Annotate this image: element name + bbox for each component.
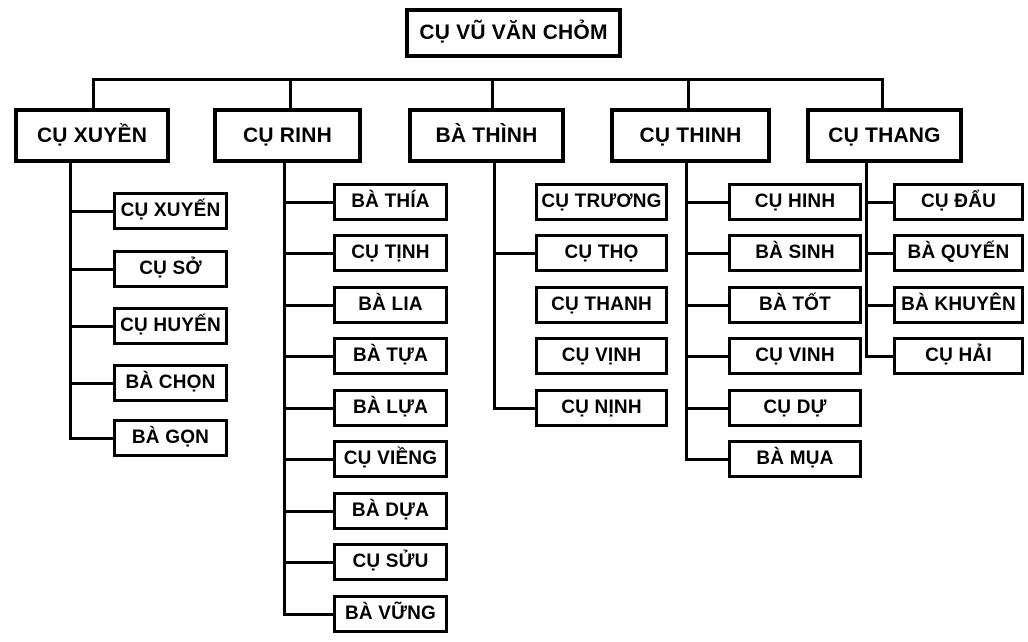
branch-node-ba-thinh: BÀ THÌNH bbox=[408, 108, 565, 163]
connector-stub bbox=[283, 561, 336, 564]
connector-stub bbox=[69, 325, 116, 328]
connector-stub bbox=[493, 252, 538, 255]
branch-node-cu-thinh: CỤ THINH bbox=[610, 108, 771, 163]
tree-node-child: CỤ ĐẨU bbox=[893, 183, 1024, 221]
connector-trunk bbox=[283, 161, 286, 616]
connector-trunk bbox=[865, 161, 868, 358]
tree-node-child: BÀ DỰA bbox=[333, 492, 448, 530]
connector-stub bbox=[685, 201, 731, 204]
connector-stub bbox=[69, 210, 116, 213]
connector-stub bbox=[283, 510, 336, 513]
branch-node-cu-thang: CỤ THANG bbox=[806, 108, 963, 163]
tree-node-child: CỤ SỞ bbox=[113, 250, 228, 288]
tree-node-child: CỤ TRƯƠNG bbox=[535, 183, 668, 221]
tree-node-child: BÀ TỐT bbox=[728, 286, 862, 324]
connector-stub bbox=[283, 407, 336, 410]
connector-stub bbox=[283, 613, 336, 616]
connector-stub bbox=[69, 382, 116, 385]
branch-node-cu-rinh: CỤ RINH bbox=[213, 108, 362, 163]
tree-node-child: CỤ VIỀNG bbox=[333, 440, 448, 478]
connector-stub bbox=[283, 201, 336, 204]
tree-node-child: CỤ HẢI bbox=[893, 337, 1024, 375]
tree-node-child: BÀ VỮNG bbox=[333, 595, 448, 633]
tree-node-child: CỤ VỊNH bbox=[535, 337, 668, 375]
connector-stub bbox=[283, 355, 336, 358]
tree-node-child: CỤ VINH bbox=[728, 337, 862, 375]
connector-drop bbox=[92, 78, 95, 108]
connector-stub bbox=[865, 355, 896, 358]
connector-stub bbox=[493, 407, 538, 410]
connector-stub bbox=[283, 304, 336, 307]
connector-stub bbox=[69, 437, 116, 440]
connector-drop bbox=[881, 78, 884, 108]
connector-stub bbox=[865, 201, 896, 204]
connector-stub bbox=[685, 304, 731, 307]
connector-stub bbox=[685, 407, 731, 410]
tree-node-child: BÀ TỰA bbox=[333, 337, 448, 375]
tree-node-child: CỤ SỬU bbox=[333, 543, 448, 581]
tree-node-child: BÀ LỰA bbox=[333, 389, 448, 427]
tree-node-child: CỤ HUYẾN bbox=[113, 307, 228, 345]
connector-trunk bbox=[69, 161, 72, 440]
tree-node-child: CỤ THANH bbox=[535, 286, 668, 324]
connector-stub bbox=[685, 458, 731, 461]
branch-node-cu-xuyen: CỤ XUYỀN bbox=[14, 108, 170, 163]
tree-node-child: BÀ THÍA bbox=[333, 183, 448, 221]
connector-stub bbox=[865, 304, 896, 307]
connector-stub bbox=[283, 252, 336, 255]
tree-node-child: BÀ QUYẾN bbox=[893, 234, 1024, 272]
tree-node-child: BÀ CHỌN bbox=[113, 364, 228, 402]
connector-stub bbox=[283, 458, 336, 461]
connector-drop bbox=[289, 78, 292, 108]
tree-node-child: CỤ TỊNH bbox=[333, 234, 448, 272]
tree-node-child: CỤ NỊNH bbox=[535, 389, 668, 427]
connector-bus bbox=[94, 78, 884, 81]
tree-node-child: BÀ SINH bbox=[728, 234, 862, 272]
connector-drop bbox=[491, 78, 494, 108]
tree-node-child: CỤ DỰ bbox=[728, 389, 862, 427]
tree-node-child: BÀ MỤA bbox=[728, 440, 862, 478]
tree-node-child: BÀ KHUYÊN bbox=[893, 286, 1024, 324]
connector-stub bbox=[69, 268, 116, 271]
tree-node-child: CỤ XUYẾN bbox=[113, 192, 228, 230]
tree-node-child: CỤ HINH bbox=[728, 183, 862, 221]
tree-node-child: CỤ THỌ bbox=[535, 234, 668, 272]
root-node: CỤ VŨ VĂN CHỎM bbox=[405, 8, 622, 58]
connector-trunk bbox=[493, 161, 496, 410]
tree-node-child: BÀ LIA bbox=[333, 286, 448, 324]
connector-stub bbox=[685, 355, 731, 358]
connector-drop bbox=[687, 78, 690, 108]
connector-stub bbox=[685, 252, 731, 255]
connector-stub bbox=[865, 252, 896, 255]
connector-trunk bbox=[685, 161, 688, 461]
tree-node-child: BÀ GỌN bbox=[113, 419, 228, 457]
